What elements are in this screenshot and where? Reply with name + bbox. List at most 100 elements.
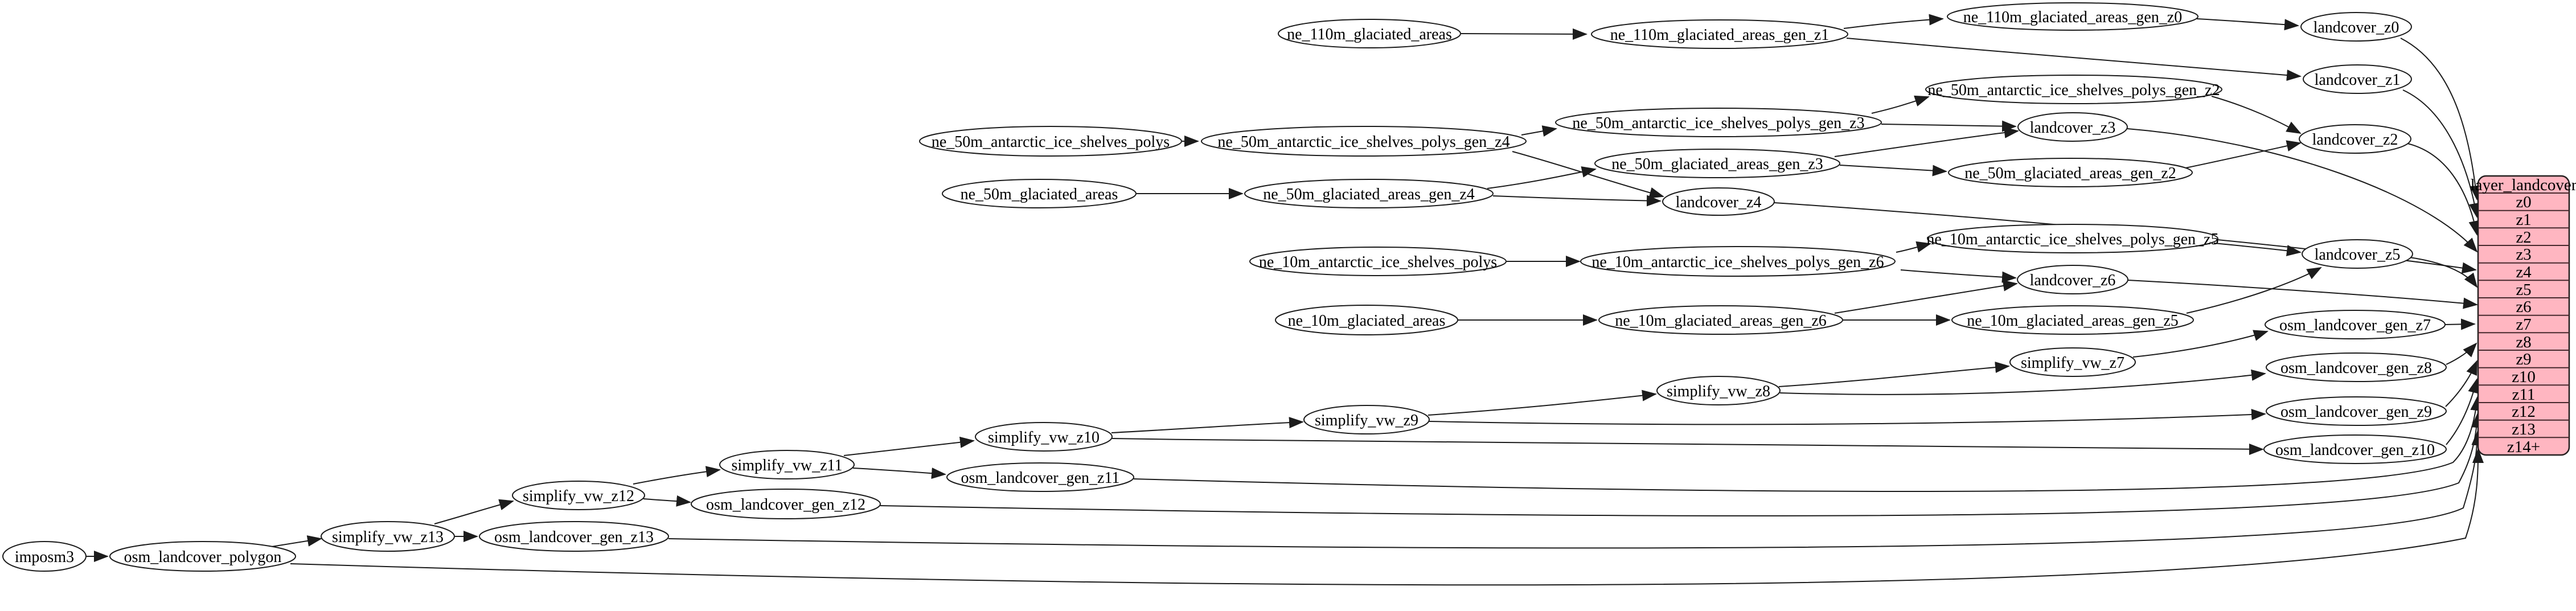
edge-ggenz3-to-ggenz2 bbox=[1839, 165, 1947, 177]
node-landcover-z3: landcover_z3 bbox=[2017, 112, 2128, 142]
edge-landcover-z2-to-row-z2 bbox=[2407, 143, 2480, 236]
edge-gen12-to-row-z12 bbox=[880, 413, 2483, 516]
node-ne-10m-antarctic-ice-shelves-polys-gen-z6: ne_10m_antarctic_ice_shelves_polys_gen_z… bbox=[1580, 246, 1896, 277]
node-label: landcover_z4 bbox=[1676, 194, 1762, 211]
node-label: ne_10m_glaciated_areas_gen_z5 bbox=[1967, 312, 2179, 330]
node-label: osm_landcover_gen_z12 bbox=[706, 496, 865, 514]
node-ne-110m-glaciated-areas: ne_110m_glaciated_areas bbox=[1278, 19, 1461, 48]
node-ne-10m-glaciated-areas-gen-z6: ne_10m_glaciated_areas_gen_z6 bbox=[1598, 305, 1843, 335]
edge-ggenz4-to-ggenz3 bbox=[1487, 166, 1597, 189]
node-label: ne_50m_antarctic_ice_shelves_polys_gen_z… bbox=[1927, 81, 2220, 99]
node-ne-50m-glaciated-areas-gen-z3: ne_50m_glaciated_areas_gen_z3 bbox=[1594, 149, 1840, 178]
node-label: ne_50m_antarctic_ice_shelves_polys bbox=[932, 133, 1170, 151]
table-row-z1: z1 bbox=[2516, 211, 2531, 229]
node-osm-landcover-gen-z7: osm_landcover_gen_z7 bbox=[2265, 310, 2446, 339]
node-osm-landcover-polygon: osm_landcover_polygon bbox=[109, 541, 296, 572]
edge-svw8-to-gen8 bbox=[1779, 369, 2266, 395]
node-label: ne_10m_antarctic_ice_shelves_polys_gen_z… bbox=[1591, 253, 1884, 271]
node-imposm3: imposm3 bbox=[2, 541, 87, 572]
layer-landcover-table: layer_landcover z0 z1 z2 z3 z4 z5 z6 z7 … bbox=[2471, 175, 2576, 456]
node-label: ne_10m_antarctic_ice_shelves_polys_gen_z… bbox=[1926, 231, 2218, 248]
edge-ggenz3-to-landcover-z3 bbox=[1834, 126, 2019, 157]
node-label: ne_50m_antarctic_ice_shelves_polys_gen_z… bbox=[1572, 114, 1864, 132]
edge-svw13-to-svw12 bbox=[434, 499, 514, 524]
node-label: osm_landcover_gen_z9 bbox=[2280, 403, 2432, 421]
node-label: imposm3 bbox=[15, 548, 74, 566]
node-ne-110m-glaciated-areas-gen-z1: ne_110m_glaciated_areas_gen_z1 bbox=[1591, 19, 1848, 49]
node-label: landcover_z5 bbox=[2315, 246, 2401, 264]
node-label: osm_landcover_gen_z7 bbox=[2279, 317, 2431, 334]
edge-landcover-z5-to-row-z5 bbox=[2409, 257, 2478, 288]
table-row-z2: z2 bbox=[2516, 228, 2531, 247]
edge-svw10-to-svw9 bbox=[1111, 417, 1304, 433]
table-row-z10: z10 bbox=[2512, 368, 2536, 386]
node-landcover-z4: landcover_z4 bbox=[1662, 187, 1775, 216]
edge-ggenz2-to-landcover-z2 bbox=[2185, 140, 2302, 169]
node-label: landcover_z1 bbox=[2315, 71, 2401, 89]
edge-svw9-to-gen9 bbox=[1429, 409, 2266, 425]
edge-polygon-to-row-z14 bbox=[290, 448, 2484, 586]
node-osm-landcover-gen-z13: osm_landcover_gen_z13 bbox=[479, 521, 669, 552]
node-label: osm_landcover_polygon bbox=[124, 548, 282, 566]
edge-agenz6-to-landcover-z6 bbox=[1900, 269, 2017, 283]
edge-agenz3-to-landcover-z3 bbox=[1881, 120, 2017, 132]
node-label: landcover_z0 bbox=[2314, 19, 2399, 36]
edge-genz1-to-genz0 bbox=[1843, 14, 1944, 29]
table-title: layer_landcover bbox=[2471, 176, 2576, 194]
node-label: osm_landcover_gen_z10 bbox=[2275, 441, 2435, 459]
edge-landcover-z3-to-row-z3 bbox=[2127, 128, 2478, 253]
node-simplify-vw-z13: simplify_vw_z13 bbox=[321, 521, 455, 552]
edge-agenz4-to-agenz3 bbox=[1521, 125, 1557, 137]
node-ne-50m-antarctic-ice-shelves-polys-gen-z4: ne_50m_antarctic_ice_shelves_polys_gen_z… bbox=[1201, 126, 1527, 157]
edge-svw9-to-svw8 bbox=[1428, 389, 1657, 416]
edge-gen13-to-row-z13 bbox=[668, 430, 2483, 549]
node-ne-50m-antarctic-ice-shelves-polys: ne_50m_antarctic_ice_shelves_polys bbox=[919, 126, 1182, 157]
node-ne-50m-glaciated-areas-gen-z4: ne_50m_glaciated_areas_gen_z4 bbox=[1244, 179, 1494, 208]
edge-polygon-to-svw13 bbox=[271, 535, 322, 547]
table-row-z0: z0 bbox=[2516, 193, 2531, 211]
table-row-z12: z12 bbox=[2512, 403, 2536, 421]
edge-gen7-to-row-z7 bbox=[2444, 318, 2476, 330]
edge-landcover-z0-to-row-z0 bbox=[2400, 38, 2481, 200]
edge-agenz2-to-landcover-z2 bbox=[2211, 96, 2302, 134]
node-ne-50m-glaciated-areas-gen-z2: ne_50m_glaciated_areas_gen_z2 bbox=[1948, 158, 2193, 187]
node-ne-10m-glaciated-areas: ne_10m_glaciated_areas bbox=[1275, 305, 1458, 335]
node-osm-landcover-gen-z12: osm_landcover_gen_z12 bbox=[691, 489, 881, 519]
node-osm-landcover-gen-z10: osm_landcover_gen_z10 bbox=[2263, 434, 2447, 464]
edge-gen10-to-row-z10 bbox=[2446, 378, 2479, 445]
node-label: simplify_vw_z12 bbox=[523, 487, 634, 505]
node-landcover-z1: landcover_z1 bbox=[2303, 64, 2412, 94]
table-row-z4: z4 bbox=[2516, 263, 2532, 281]
node-ne-50m-glaciated-areas: ne_50m_glaciated_areas bbox=[942, 179, 1137, 208]
edge-svw7-to-gen7 bbox=[2132, 330, 2269, 358]
edge-svw11-to-svw10 bbox=[843, 436, 975, 456]
node-simplify-vw-z10: simplify_vw_z10 bbox=[975, 422, 1113, 452]
node-landcover-z2: landcover_z2 bbox=[2299, 124, 2411, 154]
node-label: ne_50m_glaciated_areas bbox=[961, 186, 1118, 203]
table-row-z14plus: z14+ bbox=[2507, 438, 2540, 456]
edge-ggenz5-to-landcover-z5 bbox=[2186, 267, 2322, 314]
node-osm-landcover-gen-z11: osm_landcover_gen_z11 bbox=[946, 462, 1134, 492]
edge-gen8-to-row-z8 bbox=[2446, 342, 2477, 365]
node-label: ne_110m_glaciated_areas_gen_z1 bbox=[1610, 26, 1830, 44]
edge-ggenz4-to-landcover-z4 bbox=[1492, 195, 1662, 207]
node-landcover-z0: landcover_z0 bbox=[2300, 12, 2412, 42]
node-label: landcover_z3 bbox=[2030, 119, 2116, 137]
node-label: simplify_vw_z7 bbox=[2021, 354, 2124, 372]
node-label: ne_50m_antarctic_ice_shelves_polys_gen_z… bbox=[1217, 133, 1509, 151]
table-row-z3: z3 bbox=[2516, 245, 2531, 264]
node-label: simplify_vw_z9 bbox=[1315, 412, 1418, 429]
node-landcover-z6: landcover_z6 bbox=[2017, 265, 2128, 294]
table-row-z8: z8 bbox=[2516, 333, 2531, 351]
node-label: osm_landcover_gen_z13 bbox=[494, 528, 654, 546]
node-label: simplify_vw_z11 bbox=[732, 457, 843, 474]
edge-genz0-to-landcover-z0 bbox=[2196, 18, 2299, 31]
table-row-z5: z5 bbox=[2516, 281, 2531, 299]
node-label: landcover_z6 bbox=[2030, 272, 2116, 289]
edge-landcover-z1-to-row-z1 bbox=[2402, 89, 2480, 218]
node-label: ne_50m_glaciated_areas_gen_z2 bbox=[1964, 165, 2176, 182]
node-simplify-vw-z8: simplify_vw_z8 bbox=[1656, 376, 1781, 405]
node-label: simplify_vw_z13 bbox=[332, 528, 444, 546]
node-label: ne_50m_glaciated_areas_gen_z4 bbox=[1263, 186, 1475, 203]
